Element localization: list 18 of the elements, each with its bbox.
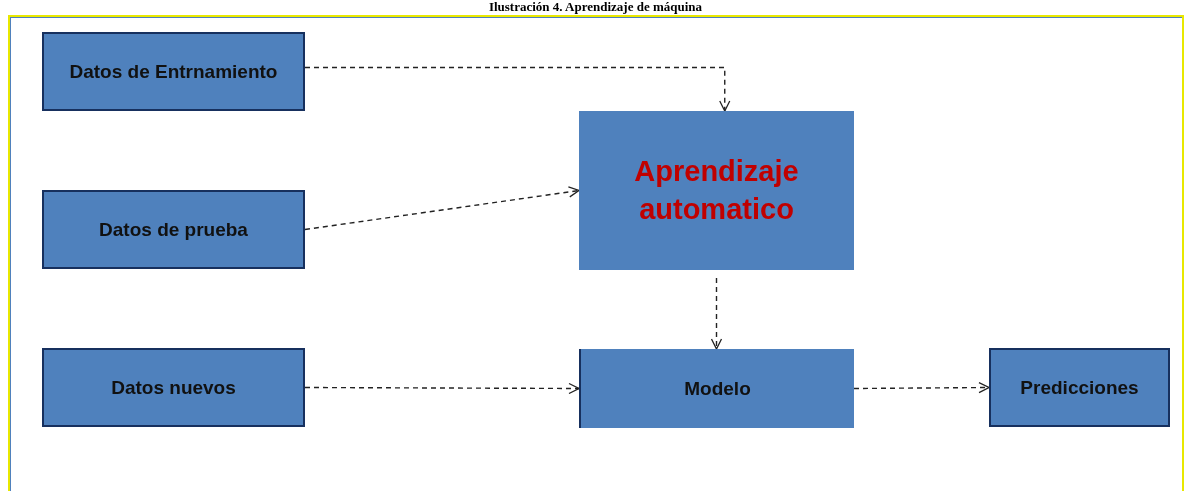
dashed-arrow	[853, 381, 990, 394]
process-box	[579, 349, 854, 428]
box-label: Datos de Entrnamiento	[69, 60, 278, 83]
process-box	[579, 111, 854, 270]
dashed-arrow	[304, 66, 731, 112]
dashed-arrow	[304, 186, 580, 231]
figure-title: Ilustración 4. Aprendizaje de máquina	[487, 0, 704, 14]
process-box	[42, 190, 305, 269]
box-label: Aprendizaje automatico	[633, 153, 800, 227]
box-label: Modelo	[684, 377, 751, 400]
box-label: Predicciones	[1020, 376, 1139, 399]
process-box	[42, 348, 305, 427]
dashed-arrow	[304, 382, 580, 395]
process-box	[989, 348, 1170, 427]
box-label: Datos de prueba	[99, 218, 248, 241]
dashed-arrow	[710, 277, 723, 350]
box-label: Datos nuevos	[111, 376, 236, 399]
process-box	[42, 32, 305, 111]
